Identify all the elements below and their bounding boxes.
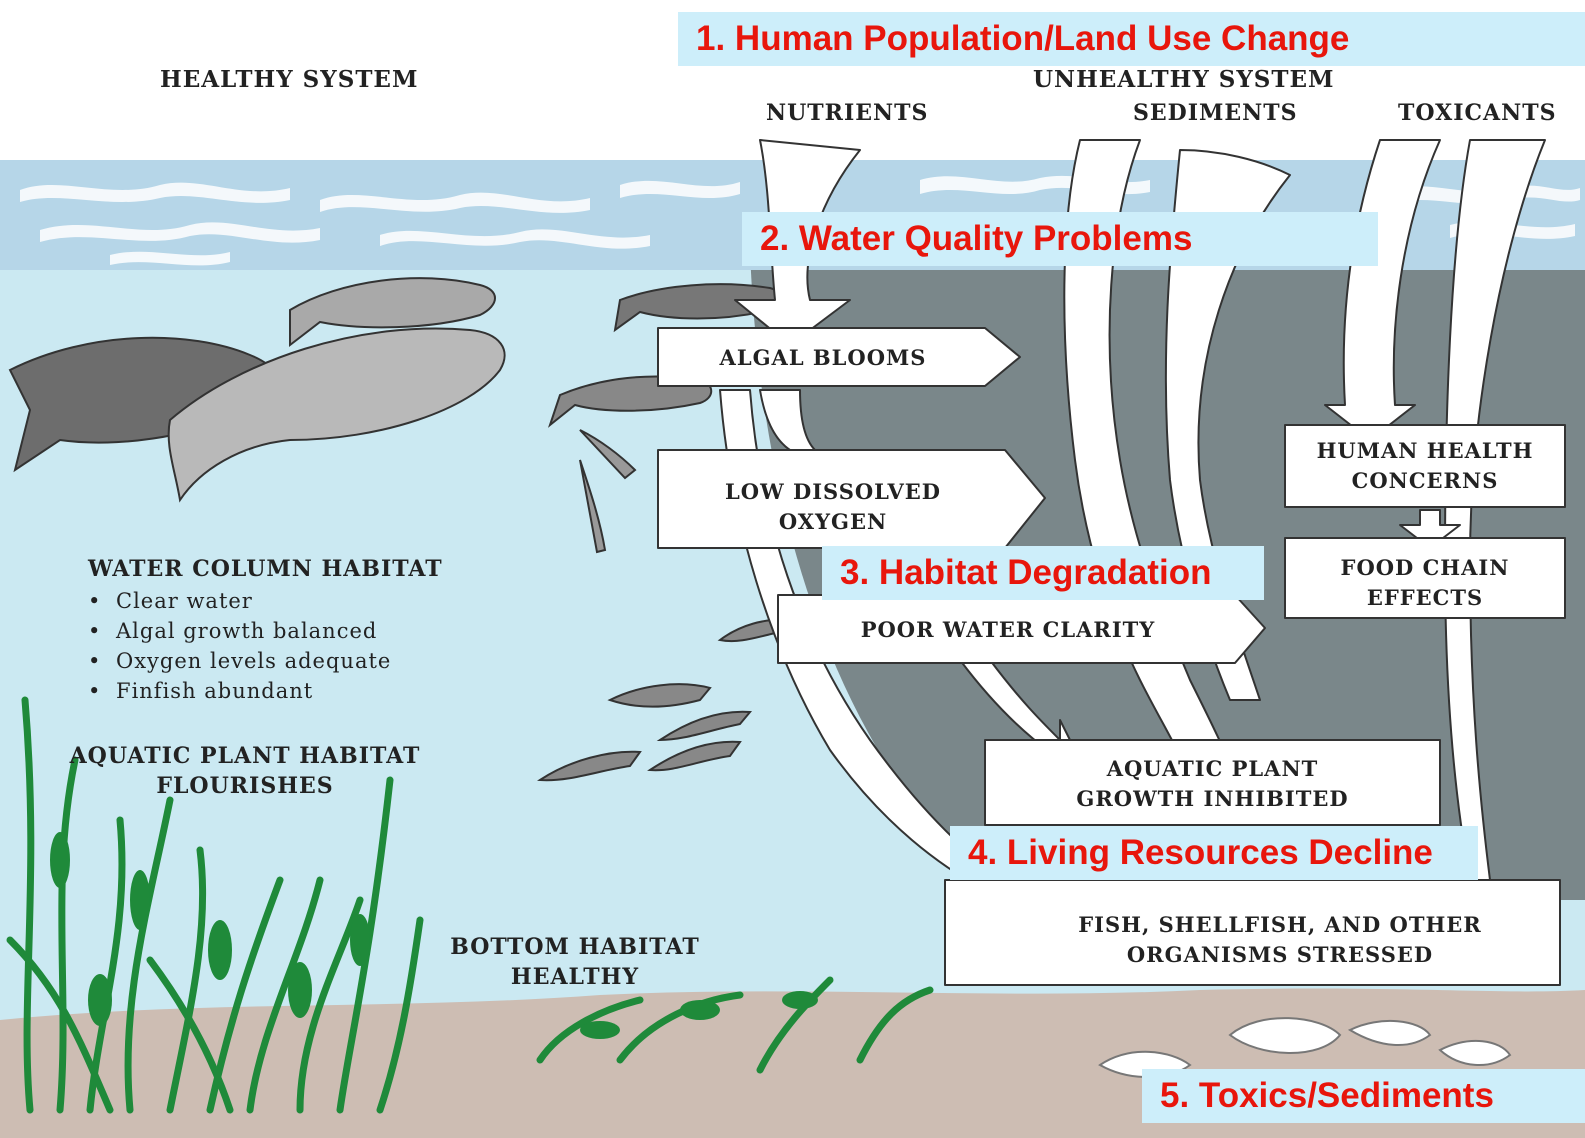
algal-blooms-box bbox=[657, 327, 1021, 387]
food-chain-box bbox=[1284, 537, 1566, 619]
fish-group bbox=[8, 277, 793, 782]
aquatic-plant-habitat-line1: AQUATIC PLANT HABITAT bbox=[69, 743, 421, 769]
stressed-text: FISH, SHELLFISH, AND OTHER ORGANISMS STR… bbox=[990, 910, 1570, 970]
callout-living-resources: 4. Living Resources Decline bbox=[950, 826, 1478, 880]
callout-water-quality: 2. Water Quality Problems bbox=[742, 212, 1378, 266]
aquatic-plants bbox=[6, 696, 934, 1114]
sediment-debris bbox=[1098, 1017, 1512, 1078]
aquatic-plant-habitat-line2: FLOURISHES bbox=[156, 773, 334, 799]
list-item: Clear water bbox=[88, 586, 391, 616]
low-oxygen-text: LOW DISSOLVED OXYGEN bbox=[658, 477, 1008, 537]
bottom-habitat-line2: HEALTHY bbox=[510, 964, 640, 990]
plant-inhibited-box bbox=[984, 739, 1441, 826]
food-chain-text: FOOD CHAIN EFFECTS bbox=[1285, 553, 1565, 613]
fish-small-top bbox=[289, 277, 496, 348]
fish-large-light bbox=[167, 327, 506, 503]
fish-school-3 bbox=[536, 750, 642, 782]
callout-land-use: 1. Human Population/Land Use Change bbox=[678, 12, 1585, 66]
nutrients-label: NUTRIENTS bbox=[766, 100, 929, 126]
water-column-habitat-title: WATER COLUMN HABITAT bbox=[88, 556, 443, 582]
bottom-habitat-label: BOTTOM HABITAT HEALTHY bbox=[440, 932, 710, 992]
algal-blooms-text: ALGAL BLOOMS bbox=[719, 345, 927, 370]
toxicants-label: TOXICANTS bbox=[1398, 100, 1557, 126]
low-oxygen-line1: LOW DISSOLVED bbox=[725, 479, 941, 504]
low-oxygen-box bbox=[657, 449, 1046, 549]
surface-waves bbox=[20, 175, 1580, 266]
list-item: Algal growth balanced bbox=[88, 616, 391, 646]
fish-school-4 bbox=[647, 740, 742, 772]
aquatic-plants-leaves bbox=[50, 832, 818, 1039]
food-chain-line2: EFFECTS bbox=[1366, 585, 1484, 610]
food-chain-line1: FOOD CHAIN bbox=[1340, 555, 1510, 580]
list-item: Oxygen levels adequate bbox=[88, 646, 391, 676]
human-health-line2: CONCERNS bbox=[1351, 468, 1499, 493]
stressed-box bbox=[944, 879, 1561, 986]
fish-school-1 bbox=[607, 683, 712, 708]
plant-inhibited-line1: AQUATIC PLANT bbox=[1106, 756, 1319, 781]
sediments-label: SEDIMENTS bbox=[1133, 100, 1298, 126]
aquatic-plant-habitat-label: AQUATIC PLANT HABITAT FLOURISHES bbox=[58, 741, 432, 801]
fish-right-2 bbox=[547, 375, 713, 428]
unhealthy-system-title: UNHEALTHY SYSTEM bbox=[1033, 66, 1335, 93]
effect-boxes bbox=[657, 327, 1566, 986]
low-oxygen-line2: OXYGEN bbox=[778, 509, 888, 534]
bottom-habitat-line1: BOTTOM HABITAT bbox=[450, 934, 700, 960]
fish-right-4 bbox=[579, 459, 607, 554]
stressed-line2: ORGANISMS STRESSED bbox=[1126, 942, 1434, 967]
healthy-system-title: HEALTHY SYSTEM bbox=[160, 66, 419, 93]
human-health-box bbox=[1284, 424, 1566, 508]
fish-right-3 bbox=[579, 429, 637, 480]
food-chain-arrow bbox=[1399, 509, 1461, 549]
fish-school-2 bbox=[656, 710, 753, 742]
list-item: Finfish abundant bbox=[88, 676, 391, 706]
poor-clarity-text: POOR WATER CLARITY bbox=[860, 617, 1156, 642]
human-health-text: HUMAN HEALTH CONCERNS bbox=[1285, 436, 1565, 496]
plant-inhibited-line2: GROWTH INHIBITED bbox=[1076, 786, 1349, 811]
plant-inhibited-text: AQUATIC PLANT GROWTH INHIBITED bbox=[985, 754, 1440, 814]
stressed-line1: FISH, SHELLFISH, AND OTHER bbox=[1078, 912, 1482, 937]
callout-habitat-degradation: 3. Habitat Degradation bbox=[822, 546, 1264, 600]
water-column-habitat-list: Clear water Algal growth balanced Oxygen… bbox=[88, 586, 391, 706]
callout-toxics-sediments: 5. Toxics/Sediments bbox=[1142, 1069, 1585, 1123]
human-health-line1: HUMAN HEALTH bbox=[1316, 438, 1534, 463]
